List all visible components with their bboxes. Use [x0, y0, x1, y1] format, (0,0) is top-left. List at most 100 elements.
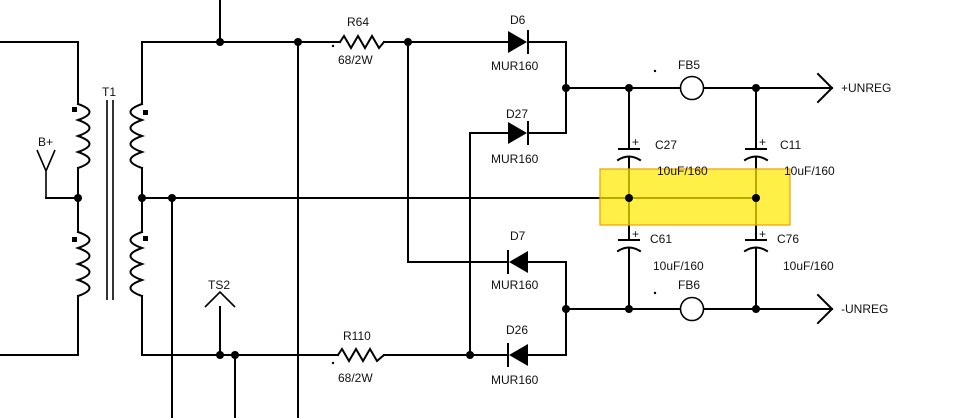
- c27-value: 10uF/160: [657, 164, 708, 178]
- r110-ref: R110: [343, 329, 371, 343]
- ferrite-bead-icon: [679, 75, 705, 101]
- ferrite-fb6: FB6: [653, 278, 705, 322]
- junction-dot: [752, 305, 760, 313]
- r64-d7-wire: [407, 41, 509, 263]
- junctions: [74, 38, 760, 359]
- r110-zigzag-icon: [336, 347, 386, 363]
- r64-value: 68/2W: [338, 53, 373, 67]
- d7-part: MUR160: [491, 278, 539, 292]
- resistor-r64: R64 68/2W: [331, 15, 386, 67]
- ferrite-bead-icon: [679, 296, 705, 322]
- capacitor-c76: + C76 10uF/160: [743, 227, 834, 273]
- capacitor-c61: + C61 10uF/160: [616, 227, 704, 273]
- r64-ref: R64: [347, 15, 369, 29]
- neg-diode-join: [527, 261, 567, 356]
- pin1-dot: [653, 291, 657, 295]
- phase-dot: [72, 107, 77, 112]
- neg-unreg-label: -UNREG: [841, 302, 888, 316]
- capacitor-c27: + C27 10uF/160: [616, 135, 708, 178]
- pos-unreg-label: +UNREG: [841, 81, 891, 95]
- junction-dot: [216, 351, 224, 359]
- junction-dot: [466, 351, 474, 359]
- resistor-r110: R110 68/2W: [331, 329, 386, 385]
- d26-ref: D26: [506, 323, 528, 337]
- fb6-ref: FB6: [678, 278, 700, 292]
- junction-dot: [562, 305, 570, 313]
- diode-d27: D27 MUR160: [491, 107, 539, 166]
- ts2-arrow-icon: [204, 290, 236, 308]
- junction-dot: [216, 38, 224, 46]
- d27-ref: D27: [506, 107, 528, 121]
- primary-winding-upper: [74, 102, 91, 170]
- primary-bottom-wire: [0, 295, 79, 356]
- secondary-winding-upper: [129, 102, 146, 170]
- diode-triangle-icon: [508, 122, 527, 144]
- r110-value: 68/2W: [338, 371, 373, 385]
- output-negative: -UNREG: [816, 293, 888, 325]
- junction-dot: [294, 38, 302, 46]
- phase-dot: [72, 237, 77, 242]
- ts2-label: TS2: [208, 278, 230, 292]
- bplus-label: B+: [38, 135, 53, 149]
- junction-dot: [625, 194, 633, 202]
- polarity-mark: +: [632, 227, 639, 241]
- phase-dot: [143, 236, 148, 241]
- diode-triangle-icon: [509, 251, 528, 273]
- output-arrow-icon: [816, 293, 834, 325]
- polarity-mark: +: [632, 135, 639, 149]
- fb5-ref: FB5: [678, 58, 700, 72]
- d6-ref: D6: [510, 13, 526, 27]
- pin1-dot: [331, 44, 335, 48]
- cap-curved-plate-icon: [743, 155, 769, 162]
- d27-part: MUR160: [491, 152, 539, 166]
- c11-value: 10uF/160: [784, 164, 835, 178]
- output-positive: +UNREG: [816, 72, 891, 104]
- junction-dot: [231, 351, 239, 359]
- output-arrow-icon: [816, 72, 834, 104]
- polarity-mark: +: [759, 227, 766, 241]
- pin1-dot: [653, 69, 657, 73]
- cap-curved-plate-icon: [743, 246, 769, 253]
- diode-d7: D7 MUR160: [491, 229, 539, 292]
- t1-label: T1: [102, 85, 116, 99]
- diode-d26: D26 MUR160: [491, 323, 539, 387]
- junction-dot: [74, 194, 82, 202]
- d6-part: MUR160: [491, 59, 539, 73]
- primary-winding-lower: [74, 230, 91, 298]
- cap-curved-plate-icon: [616, 155, 642, 162]
- primary-top-wire: [0, 41, 79, 105]
- junction-dot: [404, 38, 412, 46]
- c61-value: 10uF/160: [653, 259, 704, 273]
- diode-triangle-icon: [509, 344, 528, 366]
- secondary-top-wire: [141, 41, 341, 105]
- test-point-ts2: TS2: [204, 278, 236, 308]
- r64-zigzag-icon: [338, 34, 386, 50]
- pin1-dot: [331, 361, 335, 365]
- c61-ref: C61: [650, 232, 672, 246]
- r110-d27-wire: [469, 132, 509, 356]
- bplus-arrow-icon: [36, 149, 56, 198]
- junction-dot: [752, 84, 760, 92]
- c27-ref: C27: [655, 138, 677, 152]
- cap-curved-plate-icon: [616, 246, 642, 253]
- junction-dot: [562, 84, 570, 92]
- pos-diode-join: [527, 41, 567, 134]
- polarity-mark: +: [759, 135, 766, 149]
- diode-triangle-icon: [508, 31, 527, 53]
- junction-dot: [625, 305, 633, 313]
- diode-d6: D6 MUR160: [491, 13, 539, 73]
- phase-dot: [143, 110, 148, 115]
- c76-value: 10uF/160: [783, 259, 834, 273]
- c11-ref: C11: [780, 138, 801, 152]
- junction-dot: [168, 194, 176, 202]
- secondary-bottom-wire: [141, 295, 339, 356]
- d26-part: MUR160: [491, 373, 539, 387]
- junction-dot: [138, 194, 146, 202]
- d7-ref: D7: [510, 229, 526, 243]
- c76-ref: C76: [777, 232, 799, 246]
- capacitor-c11: + C11 10uF/160: [743, 135, 835, 178]
- transformer-t1: T1: [72, 85, 148, 300]
- junction-dot: [752, 194, 760, 202]
- bplus-symbol: B+: [36, 135, 56, 198]
